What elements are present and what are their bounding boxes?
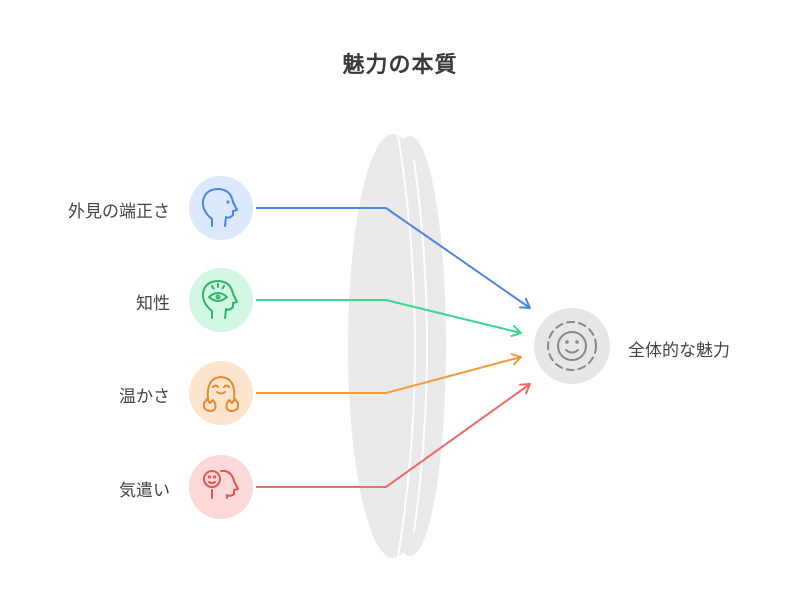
connector-consideration xyxy=(256,383,531,488)
mind-eye-icon xyxy=(201,280,238,319)
smiley-aura-icon xyxy=(547,321,597,371)
connector-warmth xyxy=(256,356,522,394)
connector-intelligence-arrowhead-icon xyxy=(510,324,522,338)
connector-appearance xyxy=(256,207,531,309)
input-node-intelligence xyxy=(189,268,253,332)
caring-head-icon xyxy=(203,469,239,499)
lens-shape xyxy=(348,134,446,558)
connector-appearance-arrowhead-icon xyxy=(519,297,531,309)
diagram-title: 魅力の本質 xyxy=(342,53,458,78)
connector-consideration-arrowhead-icon xyxy=(519,383,531,395)
input-node-appearance xyxy=(189,176,253,240)
head-profile-icon xyxy=(201,188,238,227)
input-node-warmth xyxy=(189,361,253,425)
output-label: 全体的な魅力 xyxy=(628,341,730,361)
connector-intelligence xyxy=(256,299,522,334)
connector-warmth-arrowhead-icon xyxy=(510,353,522,366)
input-label-appearance: 外見の端正さ xyxy=(68,202,170,222)
output-node-overall-attractiveness xyxy=(534,308,610,384)
input-label-intelligence: 知性 xyxy=(136,294,170,314)
input-node-consideration xyxy=(189,455,253,519)
input-label-warmth: 温かさ xyxy=(119,387,170,407)
hugging-face-icon xyxy=(202,376,240,412)
input-label-consideration: 気遣い xyxy=(119,481,170,501)
